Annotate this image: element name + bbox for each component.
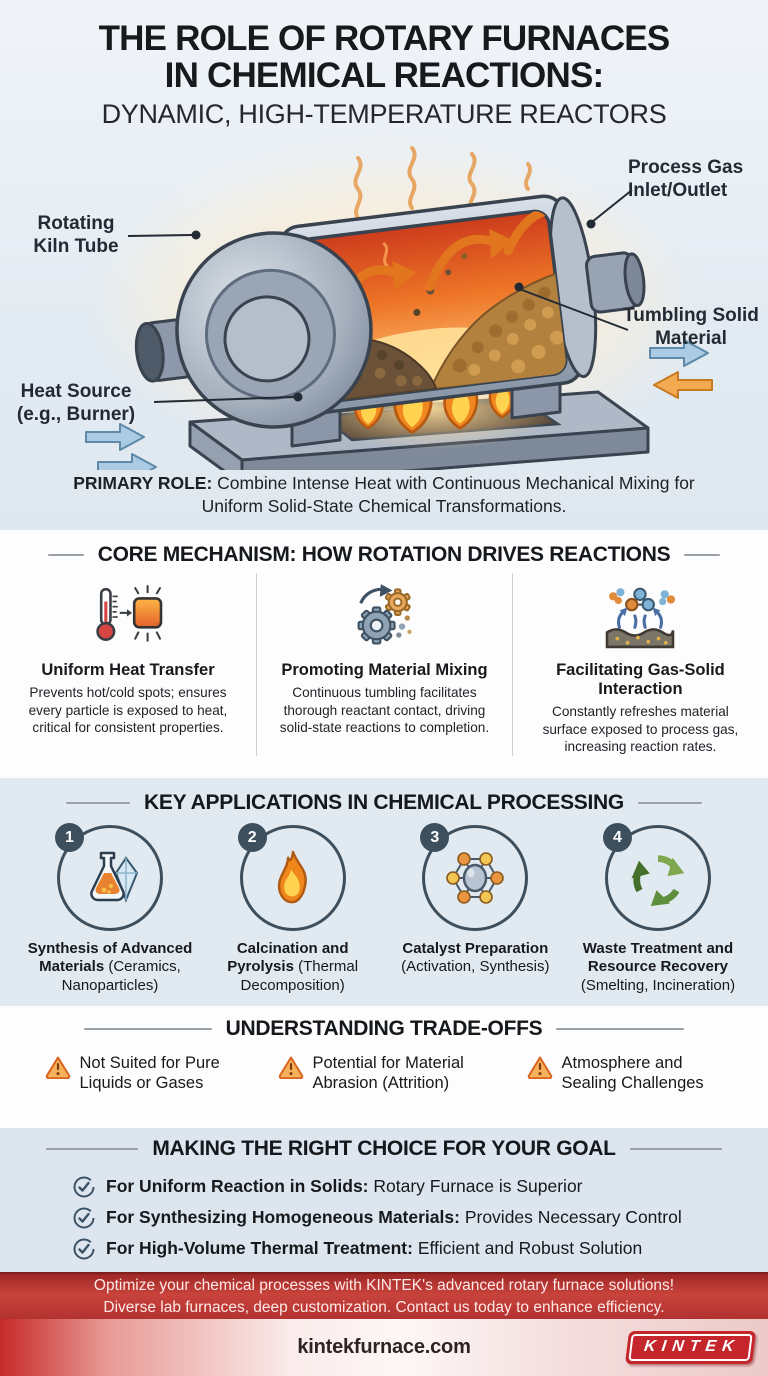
thermometer-heat-icon [26,573,230,661]
heading-dash [684,554,721,556]
title-line-2: IN CHEMICAL REACTIONS: [164,56,605,96]
footer-bar: kintekfurnace.com KINTEK [0,1319,768,1376]
check-circle-icon [73,1176,95,1197]
core-title-2: Promoting Material Mixing [281,661,488,679]
catalyst-molecule-icon [446,852,505,904]
app-number-badge: 3 [420,823,450,852]
callout-lines [127,189,633,403]
page-title: THE ROLE OF ROTARY FURNACES IN CHEMICAL … [0,0,768,94]
primary-role-label: PRIMARY ROLE: [73,473,213,493]
heading-dash [629,1148,722,1150]
warning-triangle-icon [278,1056,303,1079]
app-circle-1: 1 [55,823,163,931]
label-heat-source: Heat Source (e.g., Burner) [16,381,136,426]
core-mechanism-heading: CORE MECHANISM: HOW ROTATION DRIVES REAC… [0,543,768,567]
check-circle-icon [73,1207,95,1228]
choice-item-homogeneous: For Synthesizing Homogeneous Materials: … [72,1202,768,1233]
app-circle-4: 4 [602,823,711,931]
flask-crystal-icon [90,851,139,903]
app-caption-2: Calcination and Pyrolysis (Thermal Decom… [227,940,359,994]
gears-mixing-icon [273,573,496,661]
core-column-heat-transfer: Uniform Heat Transfer Prevents hot/cold … [0,573,256,756]
rotary-kiln-cutaway-illustration [85,146,713,470]
core-desc-3: Constantly refreshes material surface ex… [542,703,739,755]
label-rotating-kiln-tube: Rotating Kiln Tube [33,213,119,258]
key-applications-heading: KEY APPLICATIONS IN CHEMICAL PROCESSING [0,791,768,815]
core-desc-2: Continuous tumbling facilitates thorough… [279,684,490,736]
core-mechanism-section: CORE MECHANISM: HOW ROTATION DRIVES REAC… [0,530,768,778]
kintek-logo: KINTEK [625,1331,757,1364]
trade-offs-heading: UNDERSTANDING TRADE-OFFS [0,1017,768,1041]
rotating-kiln-tube-graphic [134,194,646,429]
core-column-material-mixing: Promoting Material Mixing Continuous tum… [255,573,512,756]
trade-off-item-liquids: Not Suited for Pure Liquids or Gases [45,1053,242,1094]
app-number-badge: 2 [237,823,267,852]
heading-dash [556,1028,685,1030]
cta-line-1: Optimize your chemical processes with KI… [93,1276,675,1294]
warning-triangle-icon [45,1056,70,1079]
core-desc-1: Prevents hot/cold spots; ensures every p… [28,684,228,736]
rotary-furnace-diagram: Rotating Kiln Tube Heat Source (e.g., Bu… [0,140,768,470]
primary-role-text: PRIMARY ROLE: Combine Intense Heat with … [73,473,695,517]
app-caption-4: Waste Treatment and Resource Recovery (S… [580,940,736,994]
app-item-synthesis: 1 Synthesis of Advanced Materials (Ceram… [22,823,198,995]
kintek-logo-text: KINTEK [643,1338,742,1355]
label-process-gas: Process Gas Inlet/Outlet [628,157,744,202]
core-title-3: Facilitating Gas-Solid Interaction [556,661,725,698]
app-number-badge: 1 [55,823,84,852]
hero-section: THE ROLE OF ROTARY FURNACES IN CHEMICAL … [0,0,768,530]
warning-triangle-icon [527,1056,552,1079]
app-circle-2: 2 [237,823,346,931]
heading-dash [47,554,84,556]
recycle-icon [631,855,685,906]
app-caption-1: Synthesis of Advanced Materials (Ceramic… [27,940,193,994]
app-item-calcination: 2 Calcination and Pyrolysis (Thermal Dec… [205,823,381,995]
page-subtitle: DYNAMIC, HIGH-TEMPERATURE REACTORS [101,99,667,130]
flame-icon [277,850,307,904]
heading-dash [66,802,131,804]
trade-off-item-atmosphere: Atmosphere and Sealing Challenges [527,1053,724,1094]
gas-solid-interaction-icon [529,573,752,661]
key-applications-section: KEY APPLICATIONS IN CHEMICAL PROCESSING … [0,778,768,1006]
trade-offs-section: UNDERSTANDING TRADE-OFFS Not Suited for … [0,1006,768,1128]
heading-dash [637,802,702,804]
app-item-waste: 4 Waste Treatment and Resource Recovery … [570,823,746,995]
core-column-gas-solid: Facilitating Gas-Solid Interaction Const… [511,573,768,756]
right-choice-section: MAKING THE RIGHT CHOICE FOR YOUR GOAL Fo… [0,1128,768,1272]
title-line-1: THE ROLE OF ROTARY FURNACES [98,19,671,58]
app-circle-3: 3 [420,823,529,931]
cta-line-2: Diverse lab furnaces, deep customization… [103,1298,665,1316]
trade-off-item-abrasion: Potential for Material Abrasion (Attriti… [278,1053,491,1094]
website-url: kintekfurnace.com [297,1336,471,1358]
heading-dash [83,1028,212,1030]
gas-flow-arrows-left [85,423,157,470]
choice-item-high-volume: For High-Volume Thermal Treatment: Effic… [72,1233,768,1264]
core-title-1: Uniform Heat Transfer [41,661,215,679]
check-circle-icon [73,1238,95,1259]
app-caption-3: Catalyst Preparation (Activation, Synthe… [401,940,550,976]
app-number-badge: 4 [602,823,632,852]
heading-dash [46,1148,139,1150]
gas-flow-arrows-right [649,339,713,399]
kintek-logo-frame: KINTEK [628,1334,753,1361]
label-tumbling-solid: Tumbling Solid Material [623,305,759,350]
app-item-catalyst: 3 [387,823,563,995]
right-choice-heading: MAKING THE RIGHT CHOICE FOR YOUR GOAL [0,1137,768,1161]
cta-banner: Optimize your chemical processes with KI… [0,1272,768,1319]
choice-item-uniform-reaction: For Uniform Reaction in Solids: Rotary F… [72,1171,768,1202]
